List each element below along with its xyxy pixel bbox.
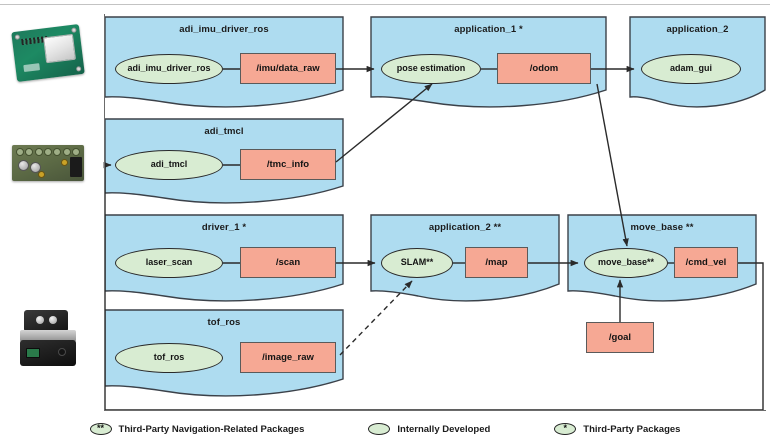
- node-tof_ros[interactable]: tof_ros: [115, 343, 223, 373]
- topic-map[interactable]: /map: [465, 247, 528, 278]
- package-title: application_1 *: [454, 24, 523, 35]
- ellipse-plain-icon: [368, 423, 391, 435]
- package-title: move_base **: [630, 222, 694, 233]
- ellipse-double-star-icon: **: [89, 423, 112, 435]
- node-adam_gui[interactable]: adam_gui: [641, 54, 741, 84]
- package-title: tof_ros: [207, 317, 241, 328]
- tmcl-board-photo: [12, 145, 84, 181]
- tof-camera-photo: [16, 310, 80, 368]
- topic-tmc-info[interactable]: /tmc_info: [240, 149, 336, 180]
- legend-label: Third-Party Packages: [583, 423, 681, 435]
- ellipse-single-star-icon: *: [554, 423, 577, 435]
- top-divider: [0, 4, 770, 5]
- package-title: application_2 **: [428, 222, 502, 233]
- package-title: adi_tmcl: [204, 126, 244, 137]
- legend-label: Internally Developed: [397, 423, 491, 435]
- legend: ** Third-Party Navigation-Related Packag…: [0, 418, 770, 440]
- legend-item-third-party-nav: ** Third-Party Navigation-Related Packag…: [89, 423, 305, 435]
- topic-imu-data-raw[interactable]: /imu/data_raw: [240, 53, 336, 84]
- node-move_base[interactable]: move_base**: [584, 248, 668, 278]
- legend-item-internally-developed: Internally Developed: [368, 423, 490, 435]
- topic-goal[interactable]: /goal: [586, 322, 654, 353]
- package-title: adi_imu_driver_ros: [179, 24, 269, 35]
- node-adi_imu_driver_ros[interactable]: adi_imu_driver_ros: [115, 54, 223, 84]
- topic-image-raw[interactable]: /image_raw: [240, 342, 336, 373]
- node-adi_tmcl[interactable]: adi_tmcl: [115, 150, 223, 180]
- topic-scan[interactable]: /scan: [240, 247, 336, 278]
- topic-odom[interactable]: /odom: [497, 53, 591, 84]
- package-title: application_2: [666, 24, 729, 35]
- legend-label: Third-Party Navigation-Related Packages: [118, 423, 305, 435]
- imu-board-photo: [11, 24, 85, 82]
- package-panel-adi_imu_driver_ros: adi_imu_driver_ros: [104, 16, 344, 108]
- package-title: driver_1 *: [201, 222, 247, 233]
- node-pose-estimation[interactable]: pose estimation: [381, 54, 481, 84]
- node-slam[interactable]: SLAM**: [381, 248, 453, 278]
- topic-cmd-vel[interactable]: /cmd_vel: [674, 247, 738, 278]
- node-laser_scan[interactable]: laser_scan: [115, 248, 223, 278]
- legend-item-third-party: * Third-Party Packages: [554, 423, 680, 435]
